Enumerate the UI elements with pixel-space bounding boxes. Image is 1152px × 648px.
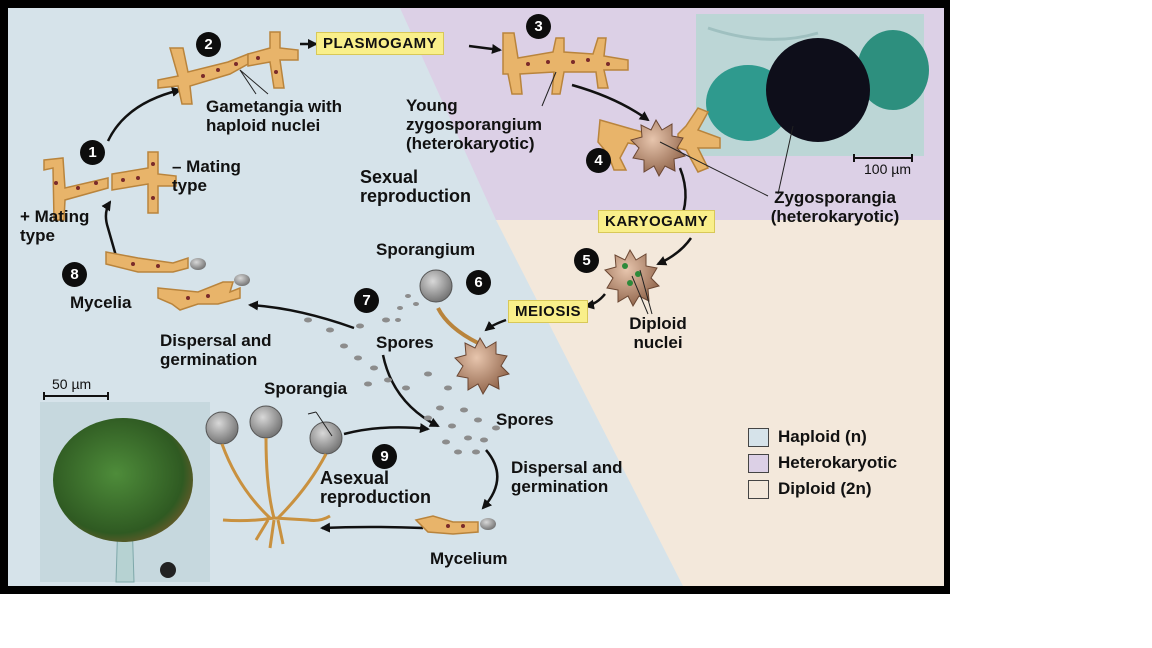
step-5-badge: 5 xyxy=(574,248,599,273)
step-1-badge: 1 xyxy=(80,140,105,165)
spores xyxy=(304,294,500,455)
scale-label-top: 100 µm xyxy=(864,161,911,177)
step-2-badge: 2 xyxy=(196,32,221,57)
zygosporangia-label: Zygosporangia (heterokaryotic) xyxy=(770,188,900,226)
legend-swatch-haploid xyxy=(748,428,769,447)
young-zygosporangium-label: Young zygosporangium (heterokaryotic) xyxy=(406,96,543,153)
spores-label-sexual: Spores xyxy=(376,333,434,352)
life-cycle-diagram: 1 2 3 4 5 6 7 8 9 PLASMOGAMY KARYOGAMY M… xyxy=(8,8,944,586)
sporangiophores xyxy=(220,437,331,549)
diagram-graphics xyxy=(8,8,944,586)
sporangium-micrograph xyxy=(40,402,210,583)
dispersal-germination-label-asexual: Dispersal and germination xyxy=(511,458,623,496)
legend-swatch-diploid xyxy=(748,480,769,499)
nuclei xyxy=(54,56,610,528)
asexual-reproduction-label: Asexual reproduction xyxy=(320,468,431,507)
diploid-nuclei-label: Diploid nuclei xyxy=(629,314,687,352)
meiosis-label: MEIOSIS xyxy=(508,300,589,323)
step-4-badge: 4 xyxy=(586,148,611,173)
mycelium-label: Mycelium xyxy=(430,549,508,568)
scale-label-left: 50 µm xyxy=(52,376,92,392)
minus-mating-label: – Mating type xyxy=(172,157,241,195)
diploid-region xyxy=(496,220,944,586)
sporangium-label: Sporangium xyxy=(376,240,476,259)
zygosporangium-shapes xyxy=(454,118,686,396)
dispersal-germination-label-sexual: Dispersal and germination xyxy=(160,331,272,369)
zygosporangium-micrograph xyxy=(696,14,929,156)
karyogamy-label: KARYOGAMY xyxy=(598,210,716,233)
step-3-badge: 3 xyxy=(526,14,551,39)
legend-label-haploid: Haploid (n) xyxy=(778,427,867,446)
step-7-badge: 7 xyxy=(354,288,379,313)
legend-swatch-heterokaryotic xyxy=(748,454,769,473)
plasmogamy-label: PLASMOGAMY xyxy=(316,32,445,55)
legend-label-heterokaryotic: Heterokaryotic xyxy=(778,453,898,472)
gametangia-label: Gametangia with haploid nuclei xyxy=(206,97,343,135)
step-6-badge: 6 xyxy=(466,270,491,295)
sporangia-label: Sporangia xyxy=(264,379,348,398)
spores-label-asexual: Spores xyxy=(496,410,554,429)
scale-bar-lines xyxy=(43,154,913,400)
plus-mating-label: + Mating type xyxy=(20,207,90,245)
figure-frame: 1 2 3 4 5 6 7 8 9 PLASMOGAMY KARYOGAMY M… xyxy=(0,0,950,594)
legend-label-diploid: Diploid (2n) xyxy=(778,479,872,498)
step-9-badge: 9 xyxy=(372,444,397,469)
callout-lines xyxy=(239,69,794,437)
step-8-badge: 8 xyxy=(62,262,87,287)
sexual-reproduction-label: Sexual reproduction xyxy=(360,167,471,206)
mycelia-label: Mycelia xyxy=(70,293,132,312)
